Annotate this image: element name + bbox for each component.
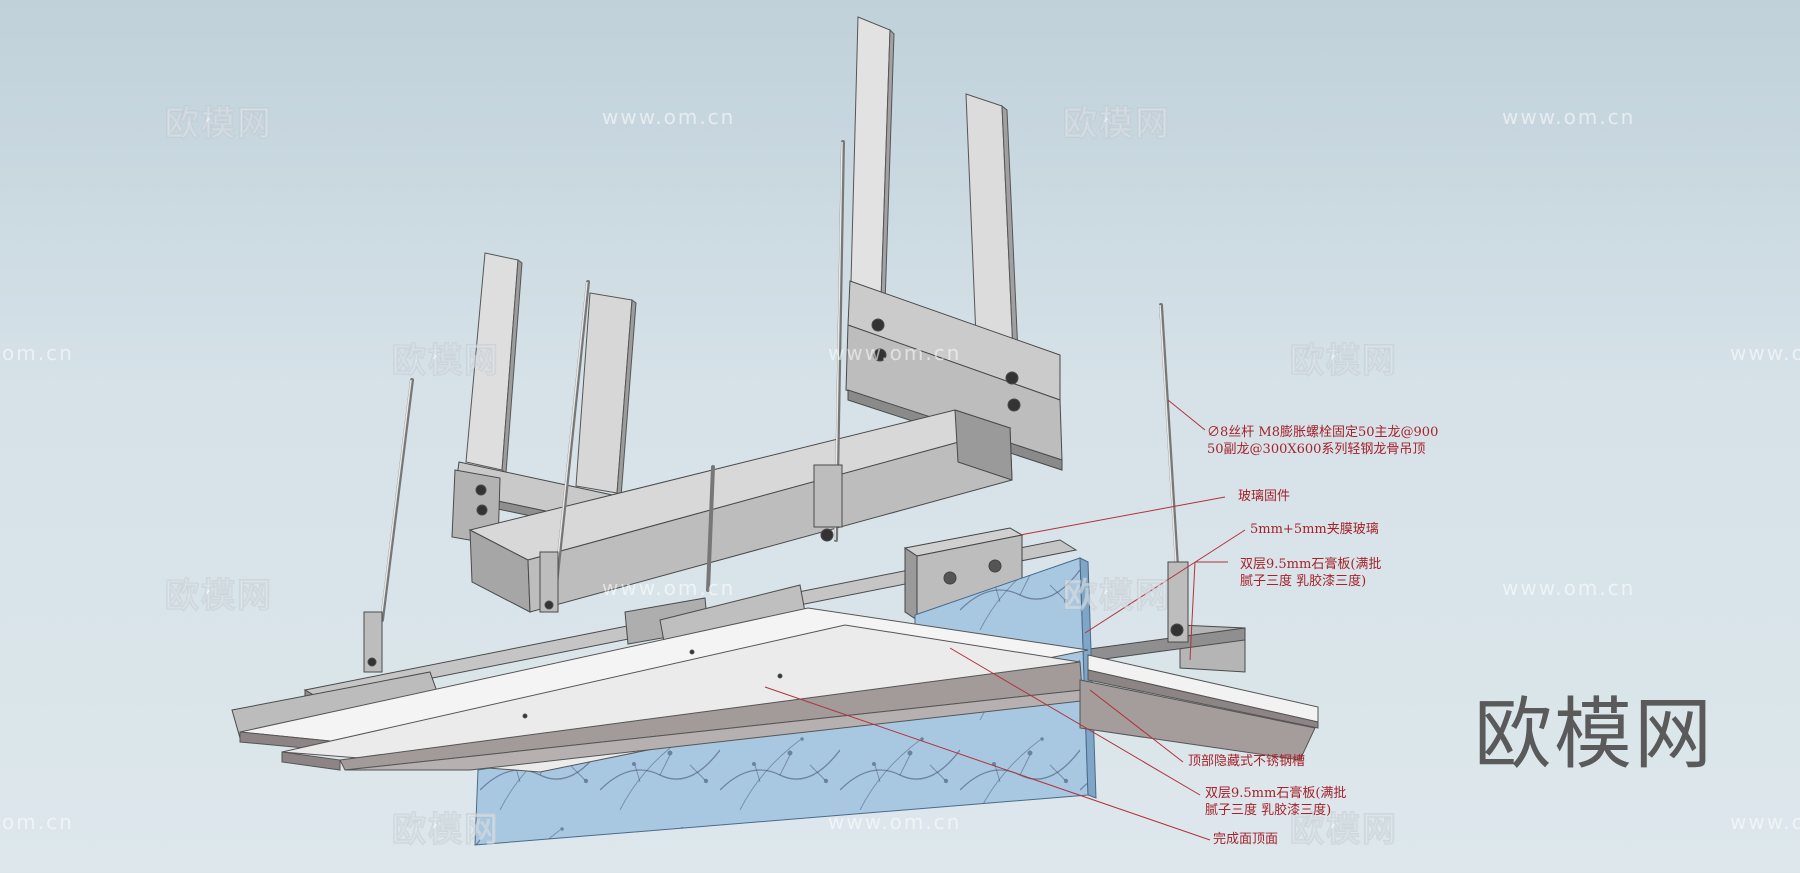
- hanger-clips: [363, 464, 1189, 673]
- annotation-gypsum-lower: 双层9.5mm石膏板(满批 腻子三度 乳胶漆三度): [1205, 786, 1347, 818]
- watermark-url: www.o: [1730, 810, 1800, 834]
- watermark-url: www.om.cn: [828, 341, 962, 365]
- watermark-url: om.cn: [2, 341, 74, 365]
- watermark-cn: 欧模网: [165, 104, 273, 145]
- light-steel-keels: [231, 539, 1246, 739]
- annotation-glass-fixing: 玻璃固件: [1238, 489, 1291, 504]
- watermark-cn: 欧模网: [165, 576, 273, 617]
- annotation-finish-face: 完成面顶面: [1213, 832, 1279, 847]
- watermark-url: www.o: [1730, 341, 1800, 365]
- annotation-steel-channel: 顶部隐藏式不锈钢槽: [1188, 754, 1306, 769]
- watermark-cn: 欧模网: [392, 810, 500, 851]
- watermark-url: www.om.cn: [828, 810, 962, 834]
- annotation-rod-keel: ∅8丝杆 M8膨胀螺栓固定50主龙@900 50副龙@300X600系列轻钢龙骨…: [1207, 425, 1439, 457]
- watermark-cn: 欧模网: [1290, 810, 1398, 851]
- main-steel-beam: [468, 409, 1013, 613]
- gypsum-board-layers: [239, 607, 1319, 773]
- watermark-url: www.om.cn: [1502, 105, 1636, 129]
- watermark-url: www.om.cn: [602, 105, 736, 129]
- watermark-cn: 欧模网: [1290, 341, 1398, 382]
- watermark-url: om.cn: [2, 810, 74, 834]
- watermark-url: www.om.cn: [1502, 576, 1636, 600]
- watermark-cn: 欧模网: [1063, 104, 1171, 145]
- watermark-cn: 欧模网: [392, 341, 500, 382]
- brand-logo: 欧模网: [1474, 690, 1715, 780]
- watermark-cn: 欧模网: [1063, 576, 1171, 617]
- leader-lines: [764, 399, 1246, 841]
- annotation-laminated-glass: 5mm+5mm夹膜玻璃: [1250, 522, 1379, 537]
- annotation-gypsum-upper: 双层9.5mm石膏板(满批 腻子三度 乳胶漆三度): [1240, 557, 1382, 589]
- watermark-url: www.om.cn: [602, 576, 736, 600]
